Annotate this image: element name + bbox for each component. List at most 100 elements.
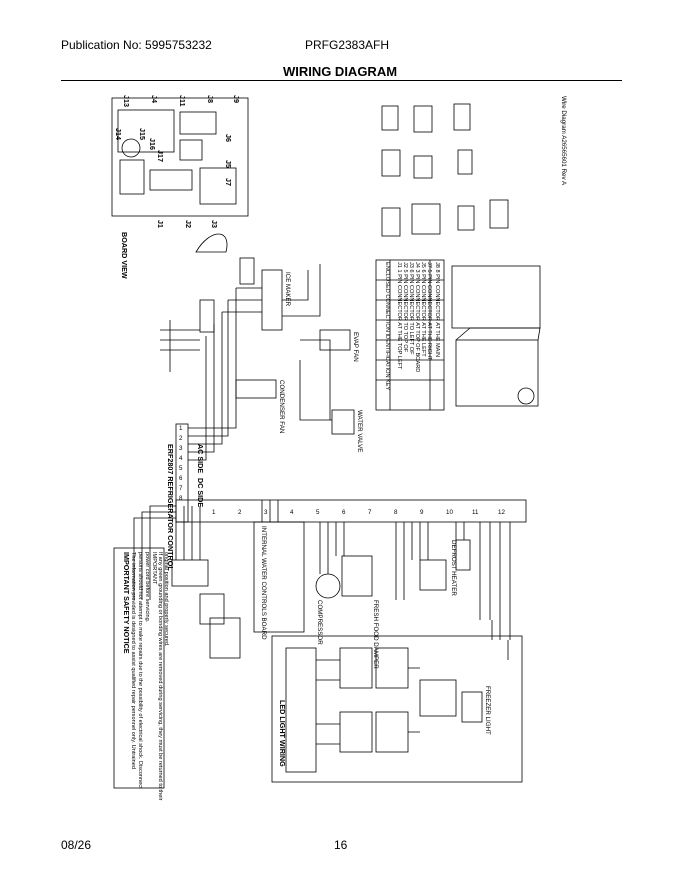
- compressor-symbol: [315, 573, 341, 599]
- internal-water-label: INTERNAL WATER CONTROLS BOARD: [260, 526, 267, 640]
- page-number: 16: [334, 838, 348, 852]
- connector-label: J1: [156, 220, 165, 228]
- defrost-heater-block: [455, 539, 471, 571]
- condenser-fan-label: CONDENSER FAN: [278, 380, 285, 433]
- connector-label: J8: [206, 95, 215, 103]
- dc-pin-number: 8: [394, 509, 398, 516]
- ac-side-label: AC SIDE: [196, 444, 205, 473]
- led-module-c: [339, 711, 373, 753]
- page-title: WIRING DIAGRAM: [282, 64, 398, 79]
- ac-pin-number: 2: [179, 435, 183, 442]
- connection-key-title: ENCLOSED CONNECTION IDENTIFICATION KEY: [384, 262, 390, 391]
- dc-pin-number: 5: [316, 509, 320, 516]
- key-line: J2 5 PIN CONNECTOR TO TOP OF: [402, 262, 408, 353]
- led-module-d: [375, 711, 409, 753]
- dc-pin-number: 12: [498, 509, 505, 516]
- pinout-b: [413, 105, 433, 133]
- freezer-light-switch: [461, 691, 483, 723]
- ac-pin-number: 3: [179, 445, 183, 452]
- control-board-outline: [111, 97, 249, 217]
- connector-label: J5: [224, 160, 233, 168]
- freezer-light-block: [419, 679, 457, 717]
- compressor-cabinet-icon: [517, 387, 535, 405]
- connector-label: J14: [114, 128, 123, 140]
- connector-label: J17: [156, 150, 165, 162]
- connector-label: J16: [148, 138, 157, 150]
- connector-label: J15: [138, 128, 147, 140]
- connector-label: J4: [150, 95, 159, 103]
- pinout-e: [413, 155, 433, 179]
- dc-pin-number: 4: [290, 509, 294, 516]
- evap-fan-block: [319, 329, 351, 351]
- dc-pin-number: 6: [342, 509, 346, 516]
- connector-label: J6: [224, 134, 233, 142]
- pinout-i: [457, 205, 475, 231]
- board-connector-block: [199, 167, 237, 205]
- dc-pin-number: 3: [264, 509, 268, 516]
- dc-pin-number: 11: [472, 509, 479, 516]
- dc-harness-c: [209, 617, 241, 659]
- ac-pin-number: 6: [179, 475, 183, 482]
- ac-relay-b: [199, 299, 215, 333]
- dc-pin-number: 10: [446, 509, 453, 516]
- freezer-light-label: FREEZER LIGHT: [484, 686, 491, 735]
- ac-pin-number: 8: [179, 495, 183, 502]
- ice-maker-label: ICE MAKER: [284, 272, 291, 307]
- cabinet-top-view: [451, 265, 541, 329]
- board-relay-block: [117, 109, 175, 153]
- pinout-d: [381, 149, 401, 177]
- led-light-wiring-label: LED LIGHT WIRING: [278, 700, 287, 767]
- compressor-label: COMPRESSOR: [316, 600, 323, 645]
- ac-relay-a: [239, 257, 255, 285]
- pinout-h: [411, 203, 441, 235]
- freezer-damper-block: [419, 559, 447, 591]
- cabinet-side-view: [455, 339, 539, 407]
- board-chip: [179, 111, 217, 135]
- dc-harness-b: [199, 593, 225, 625]
- ac-pin-number: 1: [179, 425, 183, 432]
- connector-label: J7: [224, 178, 233, 186]
- key-line: J3 6 PIN CONNECTOR TO LEFT OF: [408, 262, 414, 355]
- pinout-a: [381, 105, 399, 131]
- footer-date: 08/26: [61, 838, 92, 852]
- pinout-g: [381, 207, 401, 237]
- evap-fan-label: EVAP FAN: [352, 332, 359, 362]
- condenser-fan-block: [235, 379, 277, 399]
- safety-line: If any green grounding or bonding wires …: [157, 552, 163, 801]
- fresh-food-damper-block: [341, 555, 373, 597]
- connector-label: J13: [122, 95, 131, 107]
- publication-number: Publication No: 5995753232: [61, 38, 212, 52]
- key-line: J5 6 PIN CONNECTOR AT THE LEFT: [420, 262, 426, 357]
- wire-diagram-number: Wire Diagram A26565601 Rev A: [560, 96, 567, 186]
- key-line: J1 1 PIN CONNECTOR AT THE TOP LEFT: [396, 262, 402, 370]
- water-valve-label: WATER VALVE: [356, 410, 363, 452]
- dc-side-label: DC SIDE: [196, 478, 205, 507]
- key-line: J7 5 PIN CONNECTOR AT THE RIGHT: [426, 262, 432, 361]
- board-terminal: [149, 169, 193, 191]
- ice-maker-block: [261, 269, 283, 331]
- fresh-food-damper-label: FRESH FOOD DAMPER: [372, 600, 379, 669]
- board-buzzer: [121, 138, 141, 158]
- safety-line: persons should not attempt to make repai…: [137, 552, 143, 789]
- connector-label: J9: [232, 95, 241, 103]
- ac-pin-number: 4: [179, 455, 183, 462]
- water-valve-block: [331, 409, 355, 435]
- board-view-label: BOARD VIEW: [120, 232, 129, 279]
- pinout-j: [489, 199, 509, 229]
- connector-label: J3: [210, 220, 219, 228]
- board-capacitor: [179, 139, 203, 161]
- led-module-a: [339, 647, 373, 689]
- safety-line: IMPORTANT: [151, 552, 157, 585]
- internal-water-board: [253, 521, 305, 633]
- dc-pin-number: 7: [368, 509, 372, 516]
- led-light-wiring-box: [271, 635, 523, 783]
- safety-line: The information provided is designed to …: [130, 552, 136, 769]
- led-module-b: [375, 647, 409, 689]
- key-line: J4 3 PIN CONNECTOR AT TOP OF BOARD: [414, 262, 420, 372]
- defrost-heater-label: DEFROST HEATER: [450, 540, 457, 596]
- key-line: J8 8 PIN CONNECTOR AT THE MAIN: [434, 262, 440, 357]
- model-number: PRFG2383AFH: [305, 38, 390, 52]
- pinout-c: [453, 103, 471, 131]
- ac-pin-number: 5: [179, 465, 183, 472]
